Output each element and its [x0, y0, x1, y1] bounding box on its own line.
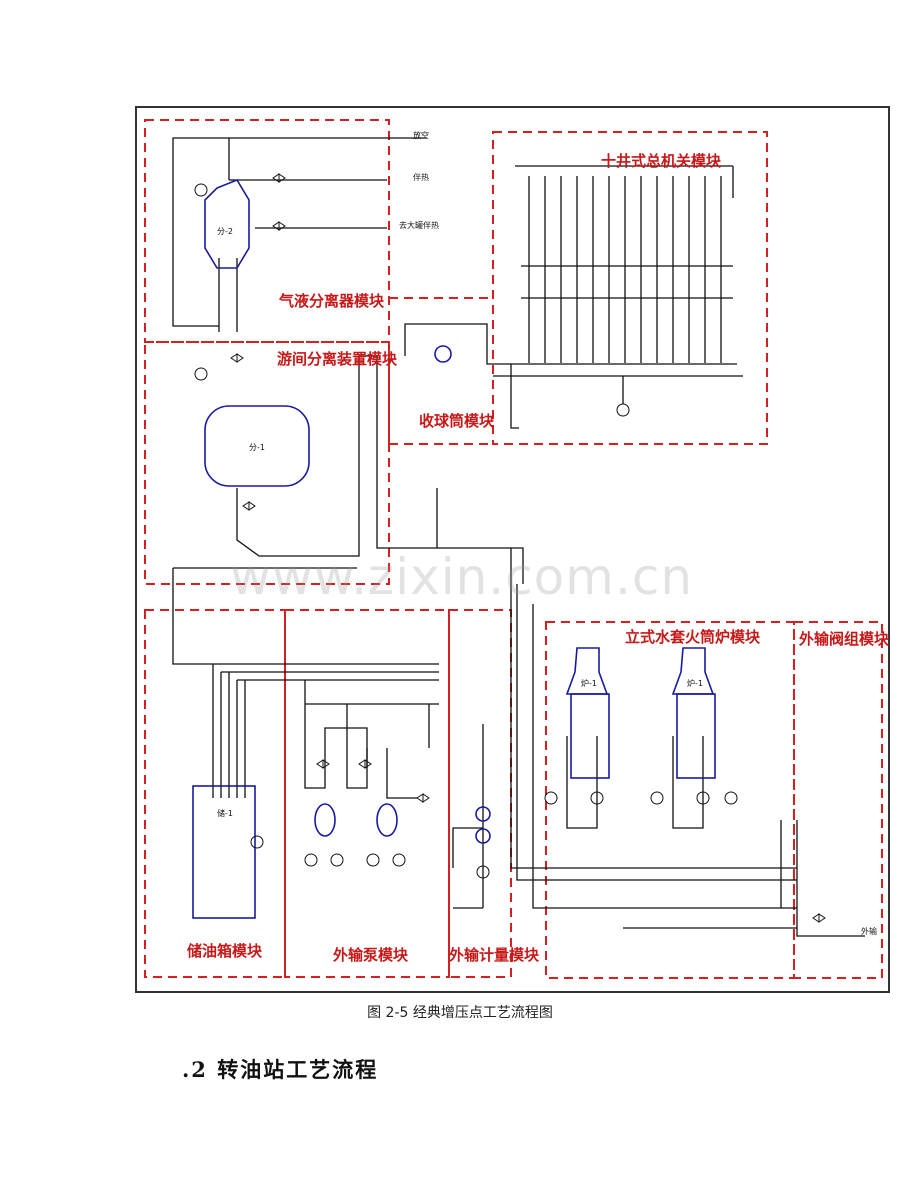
watermark: www.zixin.com.cn	[230, 548, 694, 606]
pump-2	[376, 803, 398, 837]
line-label-tank-heat-tracing: 去大罐伴热	[399, 221, 439, 230]
separator-large-tag: 分-1	[249, 443, 265, 452]
heater-2-tag: 炉-1	[687, 679, 703, 688]
valves	[230, 173, 826, 923]
export-valve-border	[793, 621, 883, 979]
tank-tag: 储-1	[217, 809, 233, 818]
heater-2-body	[676, 693, 716, 779]
flowmeter-2	[475, 828, 491, 844]
module-export-metering: 外输计量模块	[449, 946, 540, 964]
line-label-vent: 放空	[413, 131, 429, 140]
small-separator	[204, 179, 250, 269]
large-separator	[204, 405, 310, 487]
pig-receiver	[434, 345, 452, 363]
section-heading: .2 转油站工艺流程	[182, 1057, 379, 1082]
pump-1	[314, 803, 336, 837]
export-metering-border	[448, 609, 512, 978]
equipment	[192, 179, 716, 919]
module-export-pump: 外输泵模块	[333, 946, 409, 964]
export-pump-border	[284, 609, 450, 978]
process-flow-diagram: 气液分离器模块 十井式总机关模块 游间分离装置模块 收球筒模块 立式水套火筒炉模…	[135, 106, 890, 993]
module-three-phase-separator: 游间分离装置模块	[277, 350, 398, 368]
module-oil-storage-tank: 储油箱模块	[187, 942, 263, 960]
line-label-export: 外输	[861, 927, 877, 936]
heater-1-body	[570, 693, 610, 779]
oil-tank	[192, 785, 256, 919]
ten-well-manifold-border	[492, 131, 768, 445]
module-ten-well-manifold: 十井式总机关模块	[601, 152, 722, 170]
flowmeter-1	[475, 806, 491, 822]
instruments	[194, 183, 738, 879]
heater-border	[545, 621, 795, 979]
module-vertical-heater: 立式水套火筒炉模块	[625, 628, 761, 646]
module-gas-liquid-separator: 气液分离器模块	[279, 292, 385, 310]
module-pig-receiver: 收球筒模块	[419, 412, 495, 430]
process-lines	[172, 137, 865, 937]
oil-tank-border	[144, 609, 286, 978]
figure-caption: 图 2-5 经典增压点工艺流程图	[367, 1005, 553, 1021]
module-export-valve-group: 外输阀组模块	[799, 630, 890, 648]
diagram-drawing	[144, 119, 883, 979]
heater-1-tag: 炉-1	[581, 679, 597, 688]
three-phase-separator-border	[144, 341, 390, 585]
line-label-heat-tracing: 伴热	[413, 173, 429, 182]
separator-small-tag: 分-2	[217, 227, 233, 236]
